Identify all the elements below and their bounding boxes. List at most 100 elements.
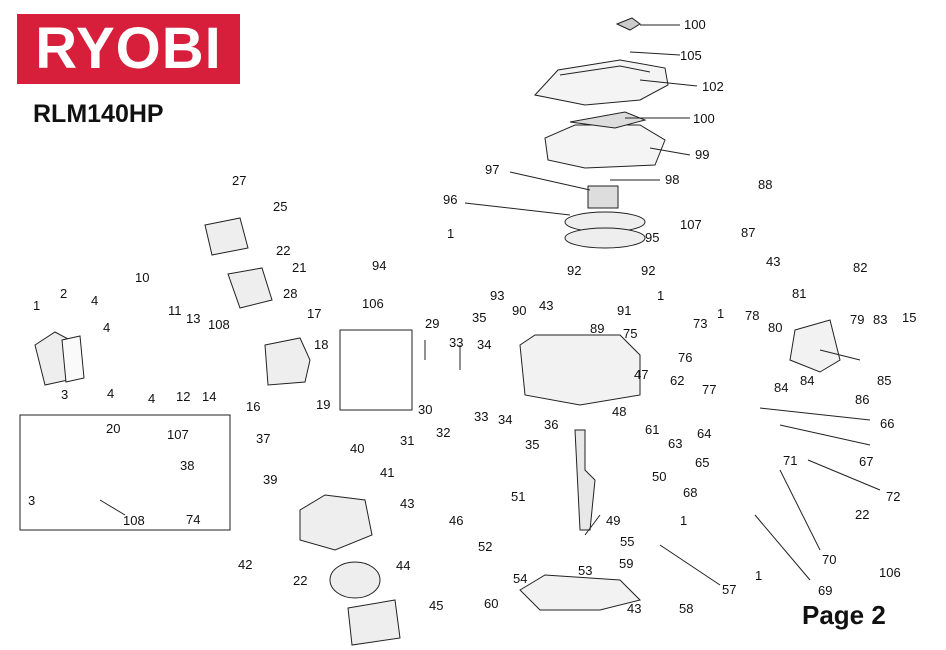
- callout-81: 83: [873, 312, 887, 327]
- callout-35: 37: [256, 431, 270, 446]
- callout-67: 69: [818, 583, 832, 598]
- callout-90: 92: [567, 263, 581, 278]
- callout-91: 93: [490, 288, 504, 303]
- callout-1d: 1: [717, 306, 724, 321]
- callout-82b: 84: [800, 373, 814, 388]
- callout-31b: 33: [474, 409, 488, 424]
- callout-38: 40: [350, 441, 364, 456]
- callout-17: 19: [316, 397, 330, 412]
- callout-63: 65: [695, 455, 709, 470]
- callout-36: 38: [180, 458, 194, 473]
- callout-82: 84: [774, 380, 788, 395]
- callout-59: 61: [645, 422, 659, 437]
- callout-60: 62: [670, 373, 684, 388]
- callout-1e: 1: [680, 513, 687, 528]
- callout-95: 97: [485, 162, 499, 177]
- callout-89: 91: [617, 303, 631, 318]
- model-number: RLM140HP: [33, 100, 164, 128]
- callout-4b: 4: [103, 320, 110, 335]
- callout-66: 68: [683, 485, 697, 500]
- callout-77: 79: [850, 312, 864, 327]
- callout-20c: 22: [855, 507, 869, 522]
- callout-41: 43: [400, 496, 414, 511]
- callout-80: 82: [853, 260, 867, 275]
- callout-55: 58: [679, 601, 693, 616]
- callout-87: 89: [590, 321, 604, 336]
- callout-40: 42: [238, 557, 252, 572]
- callout-75: 77: [702, 382, 716, 397]
- callout-45: 47: [634, 367, 648, 382]
- parts-drawing: [19, 17, 881, 646]
- callout-53: 55: [620, 534, 634, 549]
- callout-30: 32: [436, 425, 450, 440]
- callout-47: 49: [606, 513, 620, 528]
- callout-43: 45: [429, 598, 443, 613]
- callout-96: 98: [665, 172, 679, 187]
- callout-12: 14: [202, 389, 216, 404]
- callout-19: 21: [292, 260, 306, 275]
- callout-86: 88: [758, 177, 772, 192]
- callout-4: 4: [91, 293, 98, 308]
- callout-33b: 35: [525, 437, 539, 452]
- callout-46: 48: [612, 404, 626, 419]
- callout-21: 25: [273, 199, 287, 214]
- callout-50: 52: [478, 539, 492, 554]
- callout-22: 27: [232, 173, 246, 188]
- callout-1c: 1: [657, 288, 664, 303]
- callout-83: 85: [877, 373, 891, 388]
- callout-8: 10: [135, 270, 149, 285]
- callout-71: 73: [693, 316, 707, 331]
- callout-25: 28: [283, 286, 297, 301]
- callout-104: 107: [167, 427, 189, 442]
- callout-76: 78: [745, 308, 759, 323]
- callout-85: 87: [741, 225, 755, 240]
- brand-logo-text: RYOBI: [35, 16, 222, 81]
- callout-16: 18: [314, 337, 328, 352]
- callout-74: 76: [678, 350, 692, 365]
- callout-3: 3: [61, 387, 68, 402]
- callout-57: 59: [619, 556, 633, 571]
- callout-84: 86: [855, 392, 869, 407]
- callout-31: 33: [449, 335, 463, 350]
- callout-70: 72: [886, 489, 900, 504]
- callout-13: 15: [902, 310, 916, 325]
- callout-79: 81: [792, 286, 806, 301]
- callout-numbers: 100 105 102 100 99 98 97 96 95 94 93 92 …: [28, 17, 916, 616]
- callout-10: 12: [176, 389, 190, 404]
- callout-39: 41: [380, 465, 394, 480]
- callout-98: 100: [684, 17, 706, 32]
- callout-98b: 100: [693, 111, 715, 126]
- callout-48: 50: [652, 469, 666, 484]
- callout-42: 44: [396, 558, 410, 573]
- callout-97: 99: [695, 147, 709, 162]
- callout-92: 94: [372, 258, 386, 273]
- callout-14: 16: [246, 399, 260, 414]
- callout-11: 13: [186, 311, 200, 326]
- callout-49: 51: [511, 489, 525, 504]
- callout-52: 54: [513, 571, 527, 586]
- callout-54: 57: [722, 582, 736, 597]
- callout-62: 64: [697, 426, 711, 441]
- callout-58: 60: [484, 596, 498, 611]
- brand-logo: RYOBI: [17, 14, 240, 84]
- callout-99: 102: [702, 79, 724, 94]
- callout-90b: 92: [641, 263, 655, 278]
- callout-18: 20: [106, 421, 120, 436]
- callout-100: 105: [680, 48, 702, 63]
- callout-61: 63: [668, 436, 682, 451]
- callout-41b: 43: [539, 298, 553, 313]
- callout-27: 29: [425, 316, 439, 331]
- callout-9: 11: [168, 303, 182, 318]
- callout-93: 95: [645, 230, 659, 245]
- callout-73: 75: [623, 326, 637, 341]
- callout-37: 39: [263, 472, 277, 487]
- callout-20: 22: [276, 243, 290, 258]
- callout-41d: 43: [627, 601, 641, 616]
- callout-29: 31: [400, 433, 414, 448]
- callout-20b: 22: [293, 573, 307, 588]
- callout-3b: 3: [28, 493, 35, 508]
- callout-15: 17: [307, 306, 321, 321]
- callout-41c: 43: [766, 254, 780, 269]
- callout-106: 106: [879, 565, 901, 580]
- callout-4d: 4: [148, 391, 155, 406]
